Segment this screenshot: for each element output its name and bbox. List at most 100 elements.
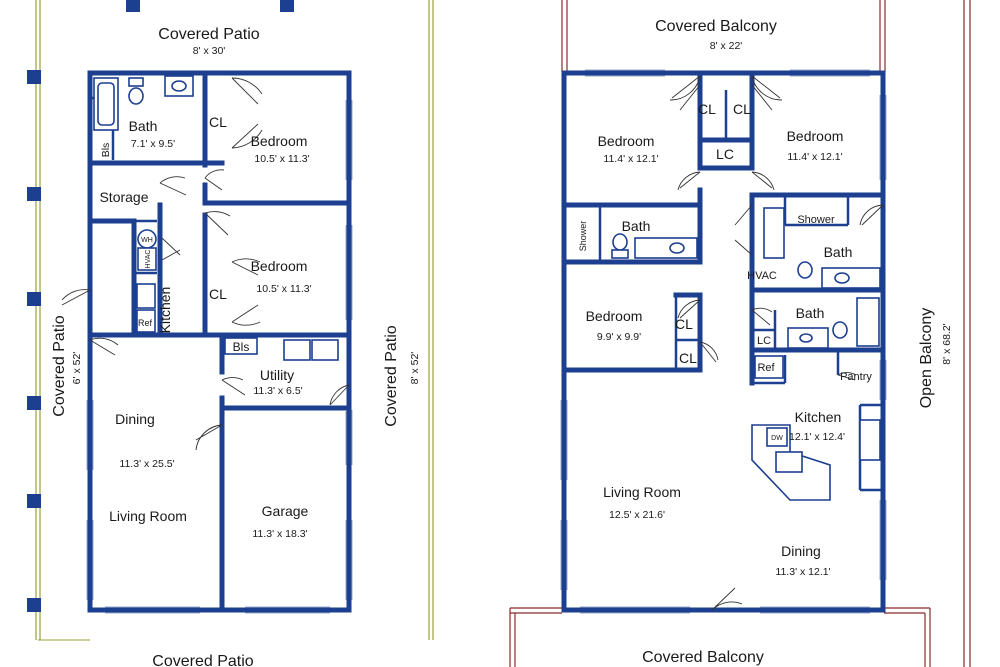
sink-basin-icon — [171, 80, 187, 92]
bedroom-tl-name: Bedroom — [598, 133, 655, 149]
bedroom-mid-dims: 9.9' x 9.9' — [597, 331, 641, 343]
bedroom-mid-name: Bedroom — [586, 308, 643, 324]
top-patio-name: Covered Patio — [158, 26, 259, 43]
left-fixtures — [93, 75, 339, 361]
sink-basin-icon — [669, 242, 685, 254]
living-right-dims: 12.5' x 21.6' — [609, 509, 665, 521]
bath-left-label: Bath — [622, 218, 651, 234]
bedroom2-name: Bedroom — [251, 258, 308, 274]
sink-basin-icon — [834, 272, 850, 284]
shower-stall-icon — [763, 207, 785, 259]
closet-b-label: CL — [733, 101, 751, 117]
open-balcony-dims: 8' x 68.2' — [941, 323, 953, 364]
stove-icon — [859, 419, 881, 461]
closet-a-label: CL — [698, 101, 716, 117]
deck-posts — [27, 0, 294, 612]
living-right-name: Living Room — [603, 484, 681, 500]
fridge-icon — [754, 355, 784, 379]
linen-closet-top-label: LC — [716, 146, 734, 162]
storage-label: Storage — [99, 189, 148, 205]
left-walls — [87, 70, 352, 613]
dishwasher-label: DW — [771, 435, 783, 442]
kitchen-right-dims: 12.1' x 12.4' — [789, 431, 845, 443]
top-balcony-name: Covered Balcony — [655, 18, 777, 35]
shower-right-label: Shower — [797, 214, 835, 226]
closet-d-label: CL — [679, 350, 697, 366]
dryer-icon — [311, 339, 339, 361]
right-walls — [561, 70, 886, 613]
dining-dims: 11.3' x 25.5' — [119, 458, 174, 470]
hvac-right-label: HVAC — [747, 270, 777, 282]
top-balcony-dims: 8' x 22' — [710, 40, 743, 52]
shower-left-label: Shower — [578, 221, 588, 252]
toilet-icon — [128, 87, 144, 105]
shelves-box — [224, 337, 258, 355]
garage-name: Garage — [262, 503, 309, 519]
bathtub-basin-icon — [97, 82, 115, 126]
right-patio-dims: 8' x 52' — [409, 352, 421, 385]
right-labels: Covered Balcony 8' x 22' Bedroom 11.4' x… — [578, 18, 953, 666]
dining-name: Dining — [115, 411, 155, 427]
bedroom-tr-dims: 11.4' x 12.1' — [787, 151, 842, 163]
bath-name: Bath — [129, 118, 158, 134]
vanity-icon — [634, 237, 698, 259]
mid-closet-label: CL — [209, 286, 227, 302]
bathtub-icon — [856, 297, 880, 347]
stove-icon — [136, 283, 156, 309]
dining-right-dims: 11.3' x 12.1' — [775, 566, 830, 578]
right-deck-outline — [509, 0, 971, 667]
washer-icon — [283, 339, 311, 361]
bedroom2-dims: 10.5' x 11.3' — [256, 283, 311, 295]
left-labels: Covered Patio 8' x 30' Bath 7.1' x 9.5' … — [51, 26, 421, 667]
fridge-icon — [136, 309, 156, 333]
bedroom1-name: Bedroom — [251, 133, 308, 149]
toilet-icon — [612, 233, 628, 251]
right-doors — [669, 75, 884, 611]
toilet-icon — [832, 321, 848, 339]
toilet-icon — [797, 261, 813, 279]
toilet-tank-icon — [611, 249, 629, 259]
kitchen-right-name: Kitchen — [795, 409, 842, 425]
bedroom1-dims: 10.5' x 11.3' — [254, 153, 309, 165]
utility-bls-label: Bls — [233, 340, 250, 354]
living-room-label: Living Room — [109, 508, 187, 524]
kitchen-label: Kitchen — [157, 287, 173, 334]
fridge-label: Ref — [138, 318, 153, 328]
water-heater-label: WH — [141, 237, 153, 244]
sink-basin-icon — [799, 333, 813, 343]
bottom-balcony-name: Covered Balcony — [642, 649, 764, 666]
right-patio-name: Covered Patio — [383, 325, 400, 426]
dishwasher-icon — [766, 427, 788, 447]
bath-bls-label: Bls — [100, 143, 112, 158]
bottom-patio-name: Covered Patio — [152, 653, 253, 667]
bath-dims: 7.1' x 9.5' — [131, 138, 175, 150]
bath-mid-label: Bath — [796, 305, 825, 321]
left-doors — [61, 77, 350, 451]
closet-c-label: CL — [675, 316, 693, 332]
toilet-tank-icon — [128, 77, 144, 87]
pantry-label: Pantry — [840, 371, 872, 383]
hvac-unit-icon — [137, 247, 157, 271]
bath-right-label: Bath — [824, 244, 853, 260]
bedroom-tl-dims: 11.4' x 12.1' — [603, 153, 658, 165]
utility-dims: 11.3' x 6.5' — [253, 385, 302, 397]
open-balcony-name: Open Balcony — [918, 308, 935, 409]
right-windows — [560, 69, 887, 614]
left-windows — [86, 100, 353, 614]
left-patio-dims: 6' x 52' — [71, 352, 83, 385]
dining-right-name: Dining — [781, 543, 821, 559]
top-closet-label: CL — [209, 114, 227, 130]
hvac-label: HVAC — [145, 250, 152, 269]
bedroom-tr-name: Bedroom — [787, 128, 844, 144]
right-fixtures — [611, 207, 881, 501]
kitchen-sink-icon — [775, 451, 803, 473]
left-deck-outline — [35, 0, 434, 641]
fridge-right-label: Ref — [757, 362, 775, 374]
left-patio-name: Covered Patio — [51, 315, 68, 416]
garage-dims: 11.3' x 18.3' — [252, 528, 307, 540]
utility-name: Utility — [260, 367, 294, 383]
vanity-icon — [821, 267, 881, 289]
linen-closet-mid-label: LC — [757, 335, 771, 347]
top-patio-dims: 8' x 30' — [193, 45, 226, 57]
